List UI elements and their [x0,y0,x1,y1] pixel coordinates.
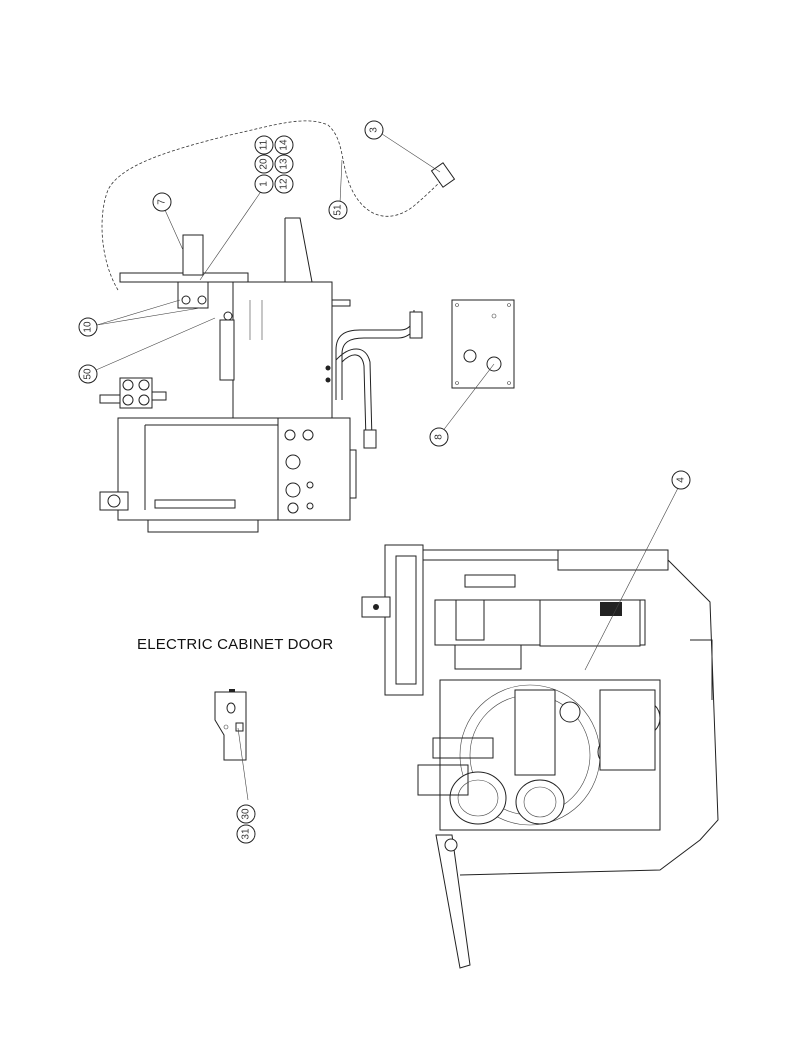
balloon-4-label: 4 [676,477,687,483]
balloon-11: 11 [254,135,274,155]
balloon-50-label: 50 [83,368,94,380]
balloon-4: 4 [671,470,691,490]
balloon-31-label: 31 [241,828,252,840]
electric-cabinet-door-caption: ELECTRIC CABINET DOOR [137,636,334,653]
tank-lower [117,417,351,521]
leader-lines [95,131,679,801]
balloon-30-label: 30 [241,808,252,820]
balloon-3-label: 3 [369,127,380,133]
balloon-7: 7 [152,192,172,212]
hose-end-fitting [430,162,456,188]
machine-assembly [361,544,719,969]
balloon-1-label: 1 [259,181,270,187]
balloon-31: 31 [236,824,256,844]
pump-body [514,689,556,776]
mounting-plate [451,299,515,389]
balloon-12-label: 12 [279,178,290,190]
balloon-12: 12 [274,174,294,194]
balloon-11-label: 11 [259,139,270,150]
balloon-20-label: 20 [259,158,270,170]
vertical-pipe [182,234,204,276]
balloon-51: 51 [328,200,348,220]
balloon-14-label: 14 [279,139,290,151]
balloon-51-label: 51 [333,204,344,216]
cabinet-door-part [214,689,247,761]
balloon-13: 13 [274,154,294,174]
balloon-10-label: 10 [83,321,94,333]
support-leg [435,834,471,969]
balloon-50: 50 [78,364,98,384]
balloon-8: 8 [429,427,449,447]
motor-right [515,779,565,825]
balloon-13-label: 13 [279,158,290,170]
dashed-hose-route [101,120,451,291]
upper-assembly [99,120,456,533]
tank-upper [232,281,333,419]
balloon-10: 10 [78,317,98,337]
balloon-1: 1 [254,174,274,194]
balloon-7-label: 7 [157,199,168,205]
control-valve [99,377,167,409]
balloon-8-label: 8 [434,434,445,440]
balloon-30: 30 [236,804,256,824]
port-plate [284,429,314,514]
balloon-3: 3 [364,120,384,140]
balloon-20: 20 [254,154,274,174]
balloon-14: 14 [274,135,294,155]
